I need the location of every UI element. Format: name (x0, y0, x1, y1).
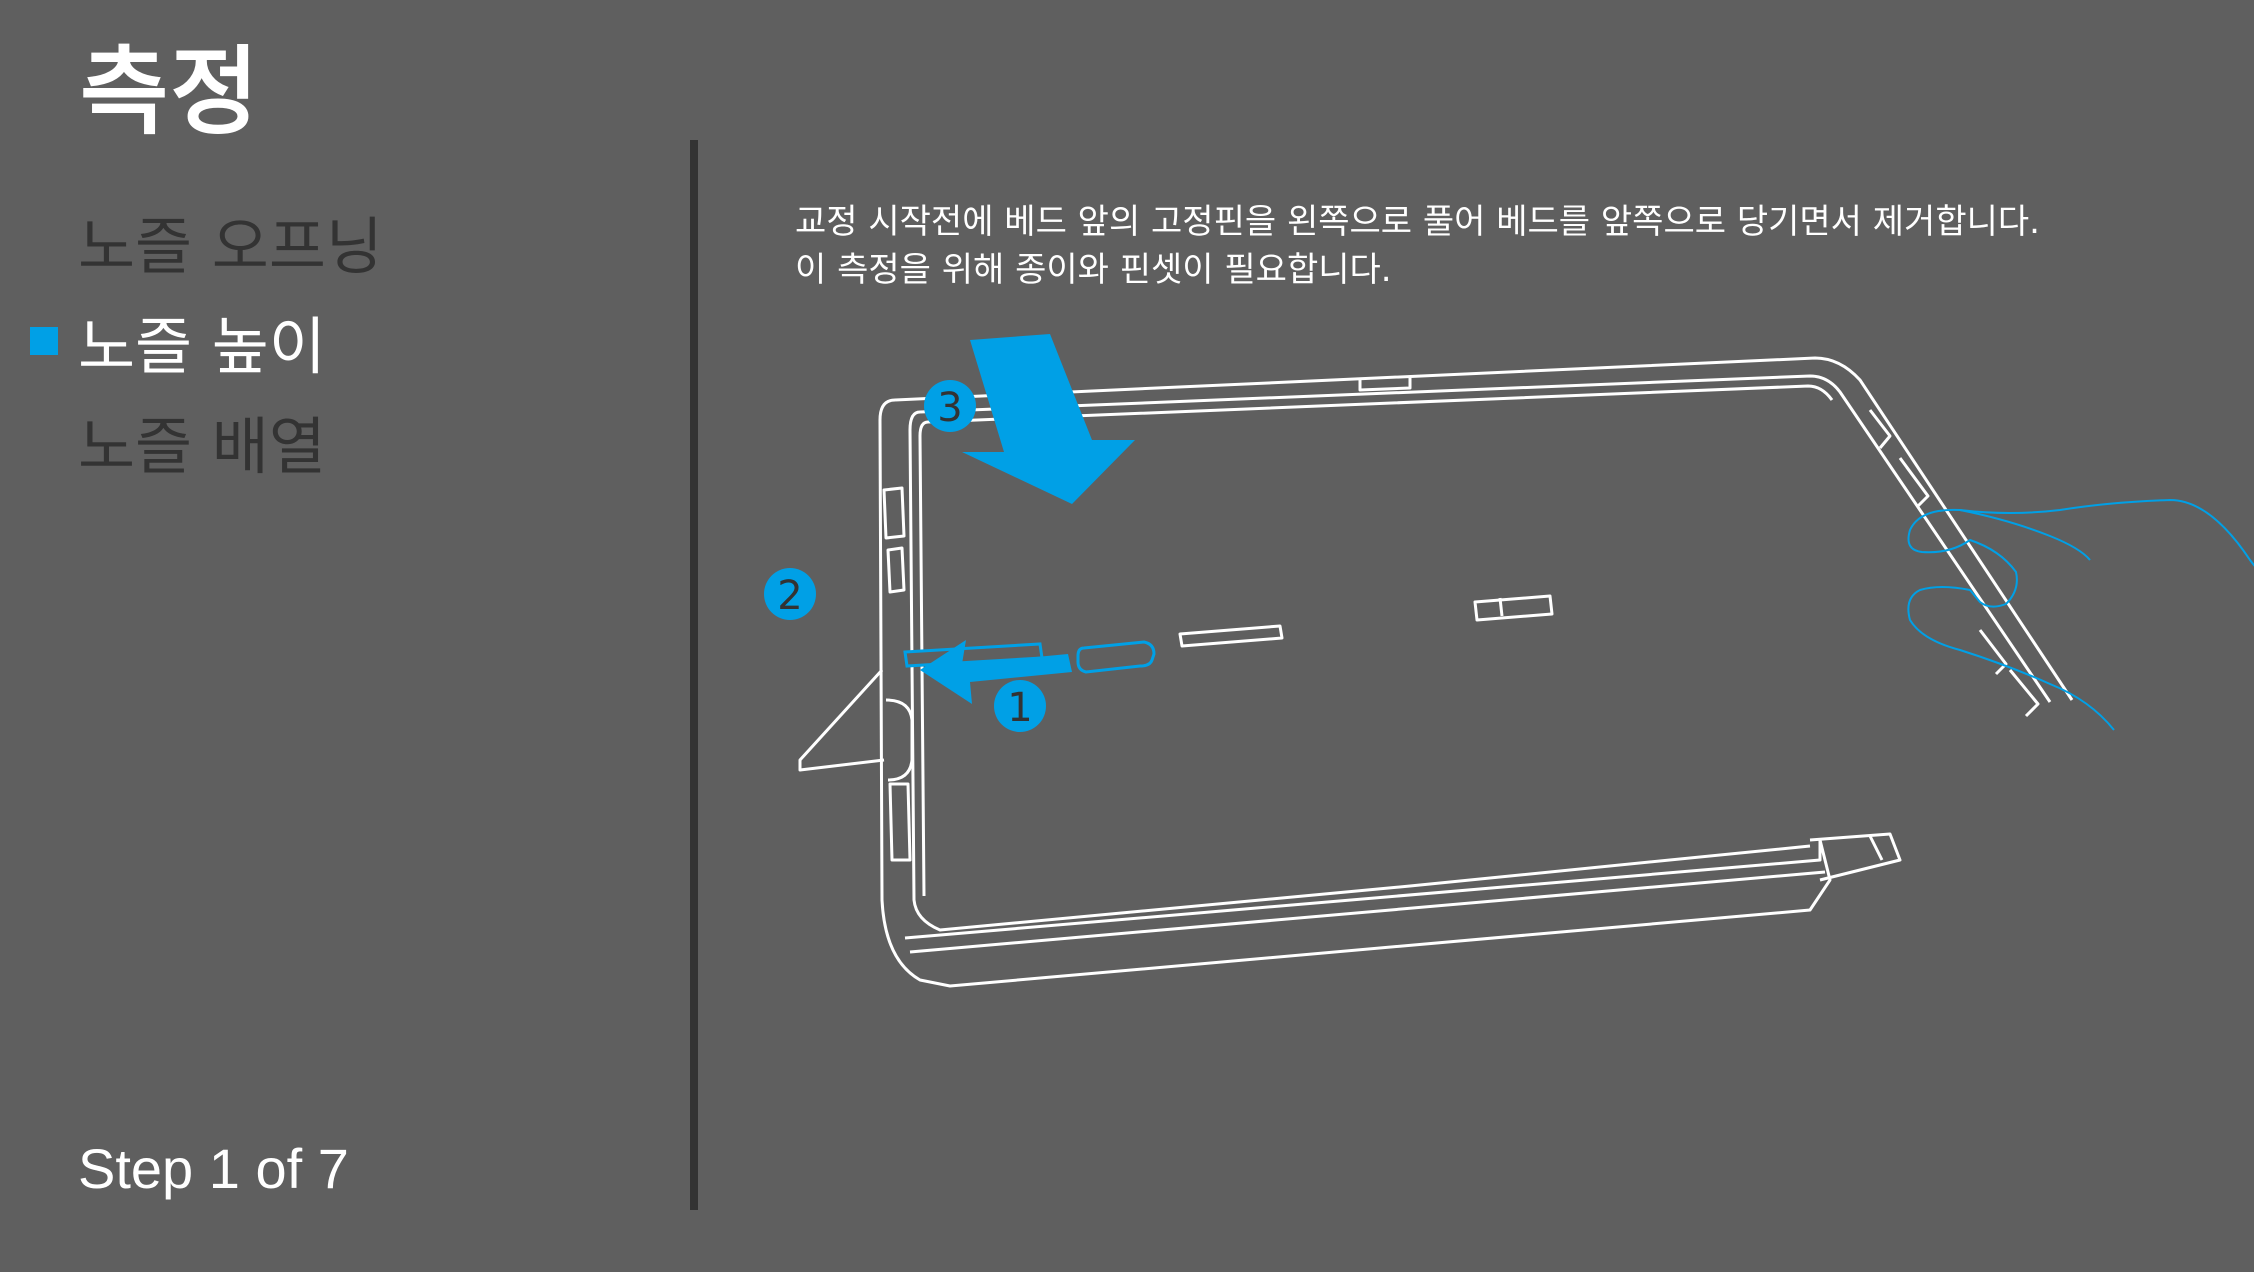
callout-2-label: 2 (777, 573, 802, 619)
callout-1-label: 1 (1007, 685, 1032, 731)
callout-3-label: 3 (937, 385, 962, 431)
step-counter: Step 1 of 7 (78, 1137, 349, 1200)
callout-1: 1 (994, 680, 1046, 732)
page-title: 측정 (80, 36, 261, 148)
callout-2: 2 (764, 568, 816, 620)
step-item-label: 노즐 높이 (78, 310, 326, 383)
bed-plate-icon (798, 356, 2074, 988)
callout-3: 3 (924, 380, 976, 432)
instruction-line-2: 이 측정을 위해 종이와 핀셋이 필요합니다. (795, 250, 1392, 290)
vertical-divider (690, 140, 698, 1210)
latch-highlight (1076, 640, 1156, 674)
instruction-line-1: 교정 시작전에 베드 앞의 고정핀을 왼쪽으로 풀어 베드를 앞쪽으로 당기면서… (795, 202, 2040, 242)
bed-removal-illustration: 1 2 3 (764, 334, 2254, 988)
step-item-nozzle-alignment[interactable]: 노즐 배열 (0, 396, 640, 486)
step-item-nozzle-opening[interactable]: 노즐 오프닝 (0, 196, 640, 286)
hand-icon (1907, 498, 2254, 731)
step-item-label: 노즐 오프닝 (78, 210, 383, 283)
active-step-marker (30, 327, 58, 355)
arrow-down-icon (962, 334, 1135, 504)
arrow-left-icon (920, 640, 1072, 704)
instruction-text: 교정 시작전에 베드 앞의 고정핀을 왼쪽으로 풀어 베드를 앞쪽으로 당기면서… (795, 198, 2225, 294)
step-item-nozzle-height[interactable]: 노즐 높이 (0, 296, 640, 386)
step-item-label: 노즐 배열 (78, 410, 326, 483)
